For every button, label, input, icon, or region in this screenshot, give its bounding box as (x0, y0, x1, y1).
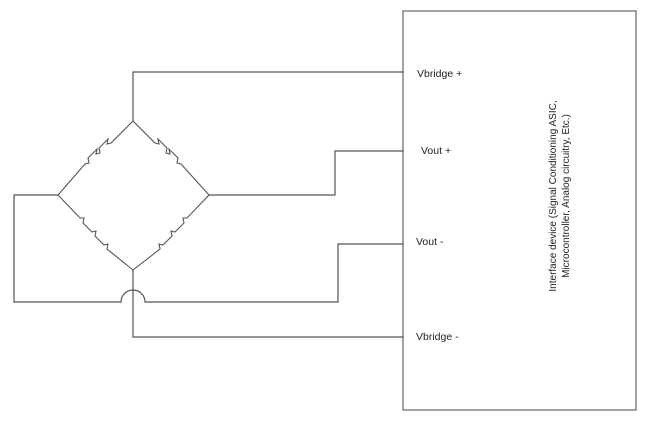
resistor-bottom-left (57, 194, 134, 271)
interface-device-label-line2: Microcontroller, Analog circuitry, Etc.) (561, 114, 572, 278)
pin-label-vout-plus: Vout + (421, 145, 451, 157)
pin-label-vout-minus: Vout - (416, 236, 444, 248)
interface-device-box (402, 10, 637, 411)
resistor-bottom-right (132, 194, 210, 271)
wire-vout-plus (208, 150, 404, 196)
interface-device-label-line1: Interface device (Signal Conditioning AS… (548, 100, 559, 291)
wire-vbridge-minus (132, 269, 404, 338)
pin-label-vbridge-minus: Vbridge - (416, 331, 459, 343)
resistor-top-right (132, 120, 210, 196)
resistor-top-left (57, 120, 134, 196)
wire-vbridge-plus (132, 71, 404, 122)
wire-vout-minus (13, 194, 404, 303)
pin-label-vbridge-plus: Vbridge + (417, 68, 462, 80)
